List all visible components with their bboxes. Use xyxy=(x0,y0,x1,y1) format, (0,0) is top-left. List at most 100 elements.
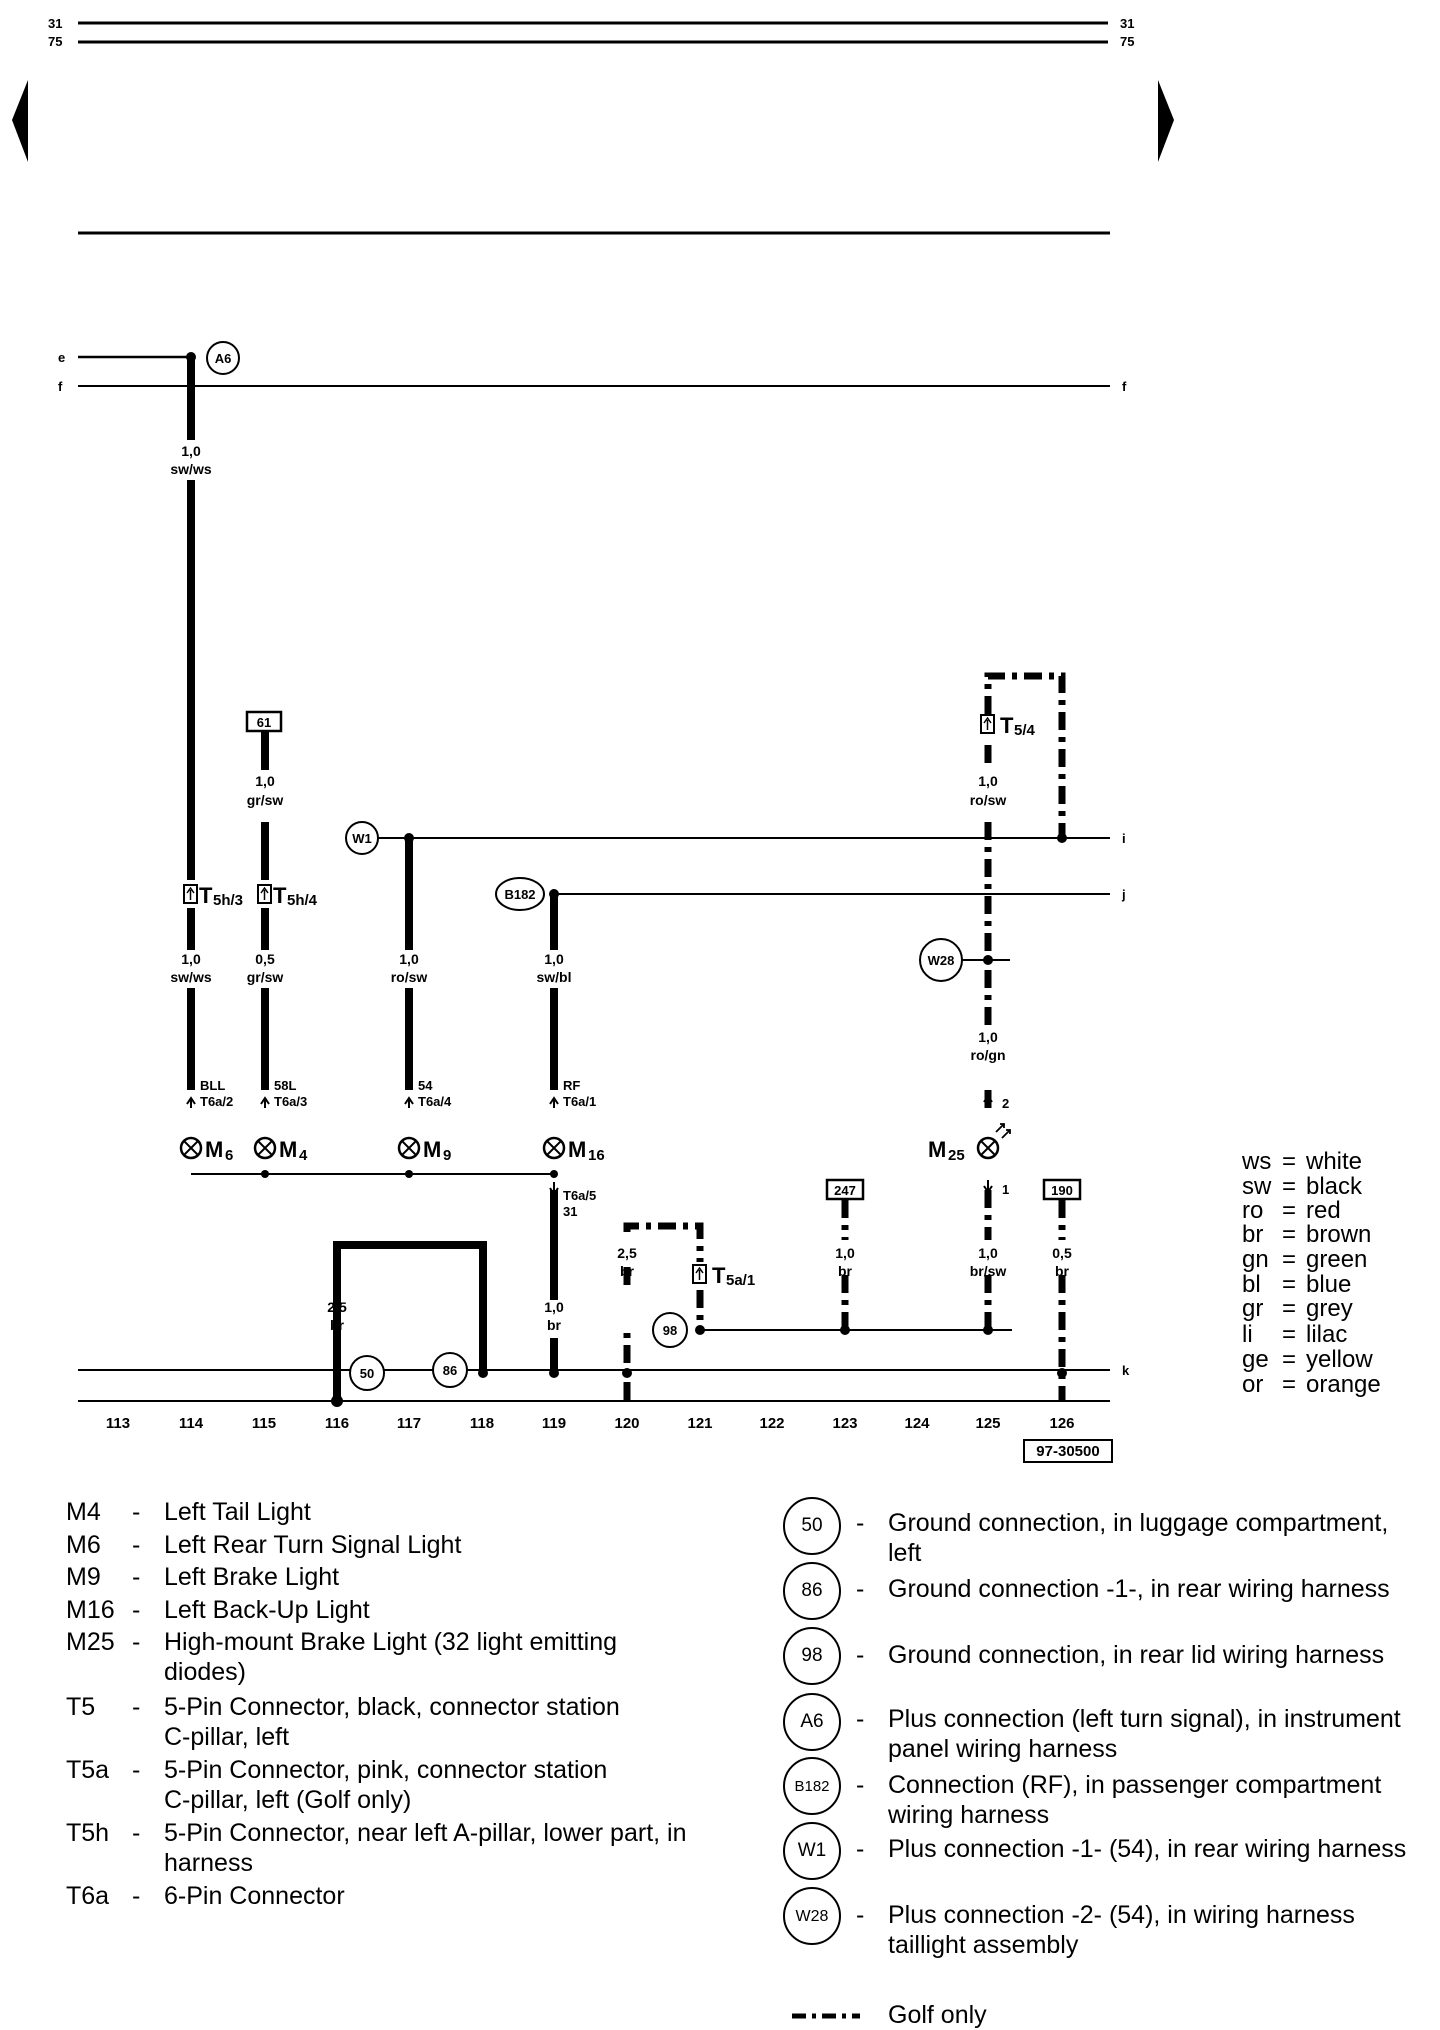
legend-desc-cont: C-pillar, left (Golf only) xyxy=(164,1786,412,1814)
legend-code: W1 xyxy=(797,1840,827,1861)
legend-desc-cont: diodes) xyxy=(164,1658,246,1686)
legend-item-m6: M6 - Left Rear Turn Signal Light xyxy=(66,1530,461,1560)
legend-circle-50 xyxy=(783,1497,841,1555)
column-number: 124 xyxy=(904,1415,930,1432)
legend-code: T5 xyxy=(66,1693,96,1721)
column-number: 113 xyxy=(106,1415,130,1432)
color-key: ws = white sw = black ro = red br = brow… xyxy=(1241,1148,1381,1398)
legend-dash: - xyxy=(856,1835,865,1863)
legend-code: M6 xyxy=(66,1531,101,1559)
legend-code: T5h xyxy=(66,1819,110,1847)
diagram-id-box xyxy=(1023,1439,1113,1463)
wires-golf-only xyxy=(623,672,1066,1400)
legend-code: M4 xyxy=(66,1498,101,1526)
legend-desc-cont: panel wiring harness xyxy=(888,1735,1118,1763)
legend-desc: High-mount Brake Light (32 light emittin… xyxy=(164,1628,618,1656)
column-number: 119 xyxy=(542,1415,566,1432)
wire-125-mid-color: ro/gn xyxy=(971,1047,1006,1063)
connector-t54: T 5/4 xyxy=(980,713,1036,739)
legend-code: T5a xyxy=(66,1756,110,1784)
legend-circle-w1 xyxy=(783,1822,841,1880)
wire-119-low-size: 1,0 xyxy=(544,1299,564,1315)
connector-t54-main: T xyxy=(1000,713,1014,738)
led-m25-main: M xyxy=(928,1137,946,1162)
connector-t5h4-sub: 5h/4 xyxy=(287,892,318,909)
wire-114-color: sw/ws xyxy=(170,969,211,985)
wire-119-color: sw/bl xyxy=(536,969,571,985)
color-key-li-name: lilac xyxy=(1306,1321,1347,1348)
legend-desc: 5-Pin Connector, pink, connector station xyxy=(164,1756,608,1784)
legend-dash: - xyxy=(132,1882,141,1910)
wire-119-size: 1,0 xyxy=(544,951,564,967)
wire-117-size: 1,0 xyxy=(399,951,419,967)
wire-115-top-size: 1,0 xyxy=(255,773,275,789)
color-key-or-eq: = xyxy=(1282,1371,1296,1398)
legend-desc: 6-Pin Connector xyxy=(164,1882,345,1910)
wire-125-top-color: ro/sw xyxy=(970,792,1007,808)
color-key-ge-name: yellow xyxy=(1306,1346,1373,1373)
wire-119-low-color: br xyxy=(547,1317,562,1333)
legend-circle-a6 xyxy=(783,1693,841,1751)
circled-refs: A6 W1 B182 W28 98 50 86 xyxy=(206,341,1010,1391)
connector-t5h3: T 5h/3 xyxy=(183,883,243,909)
pin-117-name: 54 xyxy=(418,1078,433,1093)
legend-code: T6a xyxy=(66,1882,110,1910)
pin-115-name: 58L xyxy=(274,1078,296,1093)
legend-code: B182 xyxy=(794,1778,830,1795)
color-key-ws-name: white xyxy=(1305,1148,1362,1175)
lamp-m16-sub: 16 xyxy=(588,1147,605,1164)
legend-dash: - xyxy=(132,1693,141,1721)
pin-117-id: T6a/4 xyxy=(418,1094,452,1109)
legend-circle-w28 xyxy=(783,1887,841,1945)
wire-115-top-color: gr/sw xyxy=(247,792,284,808)
wire-123-size: 1,0 xyxy=(835,1245,855,1261)
previous-page-arrow[interactable] xyxy=(12,80,28,162)
legend-item-t6a: T6a - 6-Pin Connector xyxy=(66,1881,345,1911)
legend-dash: - xyxy=(132,1498,141,1526)
ref-circle-86: 86 xyxy=(443,1363,457,1378)
legend-dash: - xyxy=(856,1641,865,1669)
legend-circle-b182 xyxy=(783,1757,841,1815)
color-key-br-eq: = xyxy=(1282,1221,1296,1248)
pin-115-id: T6a/3 xyxy=(274,1094,307,1109)
bus-75-label-right: 75 xyxy=(1120,34,1134,49)
legend-desc: Left Tail Light xyxy=(164,1498,311,1526)
pin-labels: BLL T6a/2 58L T6a/3 54 T6a/4 RF T6a/1 T6… xyxy=(186,1078,1009,1219)
column-number: 115 xyxy=(252,1415,276,1432)
legend-dash: - xyxy=(132,1819,141,1847)
legend-desc-cont: wiring harness xyxy=(888,1801,1050,1829)
wire-116-size: 2,5 xyxy=(327,1299,347,1315)
color-key-gr: gr xyxy=(1242,1295,1263,1322)
color-key-ge-eq: = xyxy=(1282,1346,1296,1373)
connector-t5a1: T 5a/1 xyxy=(692,1263,755,1289)
legend-item-t5h: T5h - 5-Pin Connector, near left A-pilla… xyxy=(66,1818,687,1877)
legend-item-m25: M25 - High-mount Brake Light (32 light e… xyxy=(66,1627,617,1686)
inline-connectors: T 5h/3 T 5h/4 T 5/4 T 5a/1 xyxy=(183,713,1036,1289)
lamp-m4-main: M xyxy=(279,1137,297,1162)
ref-circle-b182: B182 xyxy=(504,887,535,902)
ref-circle-w1: W1 xyxy=(352,831,372,846)
led-m25-sub: 25 xyxy=(948,1147,965,1164)
column-numbers: 113 114 115 116 117 118 119 120 121 122 … xyxy=(106,1415,1075,1432)
legend-desc: Plus connection (left turn signal), in i… xyxy=(888,1705,1401,1733)
legend-item-m9: M9 - Left Brake Light xyxy=(66,1562,339,1592)
legend-code: W28 xyxy=(795,1908,829,1925)
color-key-li-eq: = xyxy=(1282,1321,1296,1348)
connector-t5h4-main: T xyxy=(273,883,287,908)
legend-dash: - xyxy=(132,1563,141,1591)
color-key-gr-eq: = xyxy=(1282,1295,1296,1322)
legend-item-m16: M16 - Left Back-Up Light xyxy=(66,1595,370,1625)
horizontal-buses: e f f i j k xyxy=(58,350,1130,1402)
legend-code: M25 xyxy=(66,1628,115,1656)
next-page-arrow[interactable] xyxy=(1158,80,1174,162)
lamp-m16-main: M xyxy=(568,1137,586,1162)
wire-115-color: gr/sw xyxy=(247,969,284,985)
column-number: 122 xyxy=(759,1415,784,1432)
legend-desc-cont: taillight assembly xyxy=(888,1931,1079,1959)
color-key-sw: sw xyxy=(1242,1173,1272,1200)
bus-f-label-left: f xyxy=(58,379,63,394)
wire-126-color: br xyxy=(1055,1263,1070,1279)
boxed-refs: 61 247 190 xyxy=(245,710,1082,1201)
wire-labels: 1,0 sw/ws 1,0 sw/ws 1,0 gr/sw 0,5 gr/sw … xyxy=(170,443,1072,1333)
